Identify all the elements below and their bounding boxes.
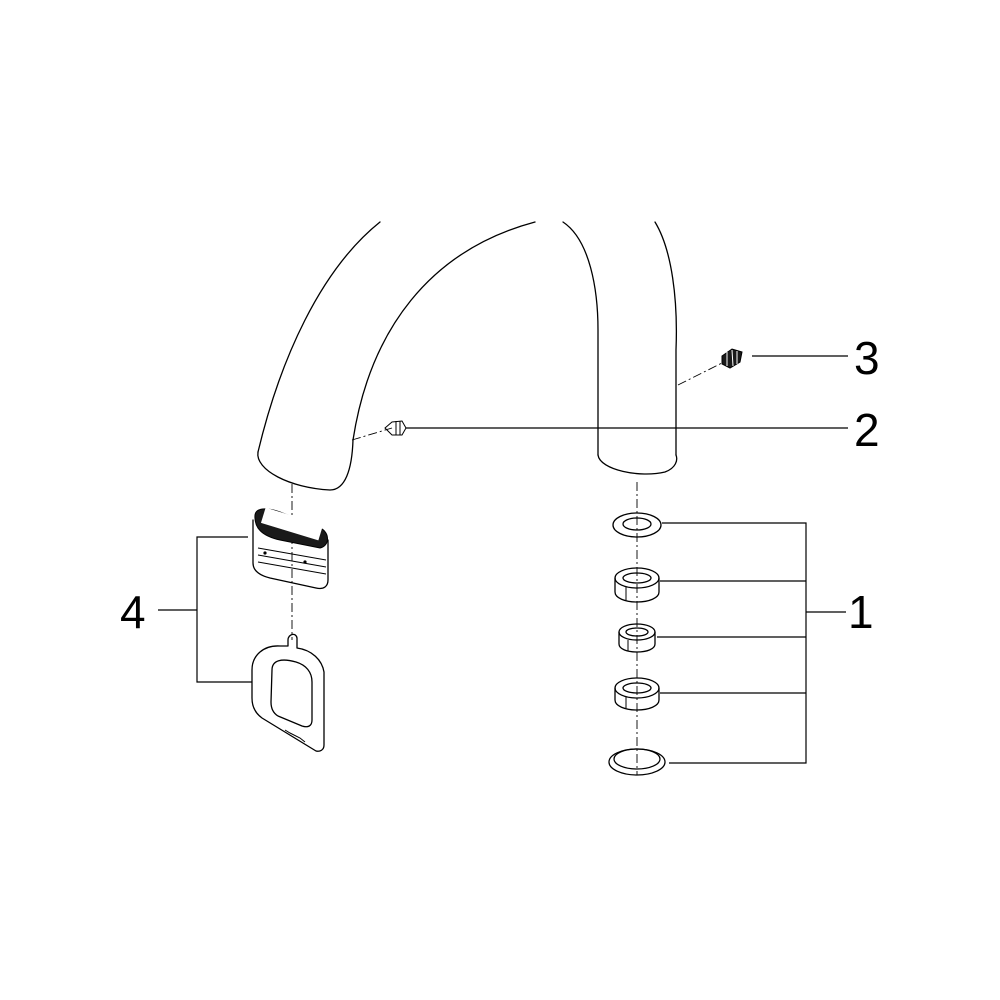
leader-lines [158,355,848,764]
spout [257,221,678,491]
callout-3: 3 [854,332,880,384]
aerator-insert [252,507,329,590]
ring-set-part-1 [608,512,666,776]
screw-part-2 [384,420,407,436]
centre-lines [291,359,729,775]
set-screw-part-3 [721,348,743,369]
callout-4: 4 [120,586,146,638]
callout-2: 2 [854,404,880,456]
aerator-key [251,633,325,752]
callout-1: 1 [848,586,874,638]
